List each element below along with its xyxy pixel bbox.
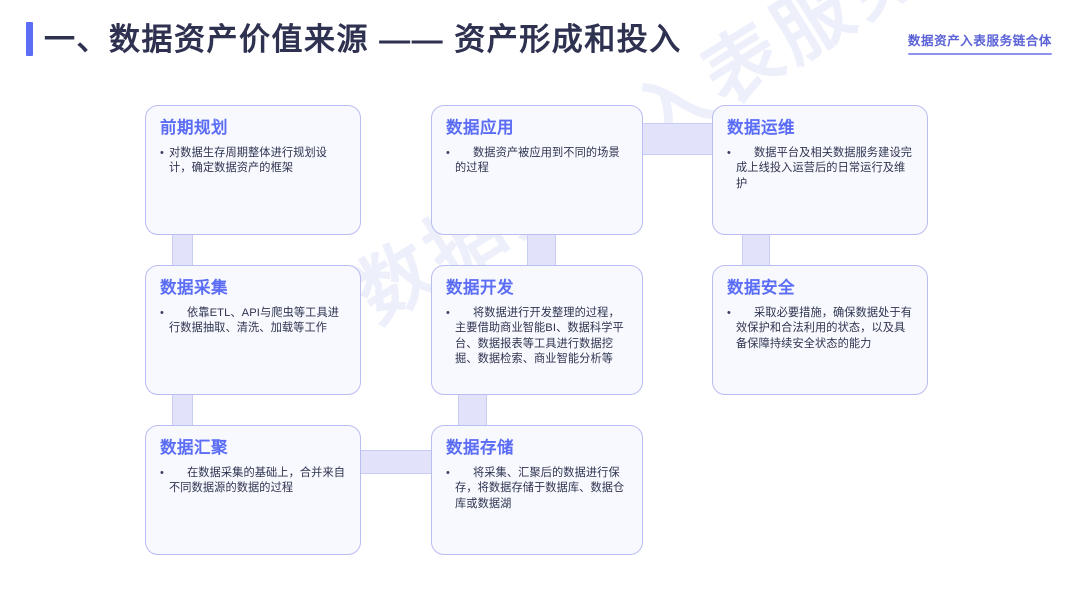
- bullet-dot-icon: •: [160, 466, 164, 479]
- bullet-dot-icon: •: [727, 146, 731, 159]
- card-bullet: • 数据资产被应用到不同的场景的过程: [446, 146, 628, 177]
- slide-header: 一、数据资产价值来源 —— 资产形成和投入 数据资产入表服务链合体: [0, 0, 1080, 88]
- card-data-storage[interactable]: 数据存储 • 将采集、汇聚后的数据进行保存，将数据存储于数据库、数据仓库或数据湖: [431, 425, 643, 555]
- card-body: 对数据生存周期整体进行规划设计，确定数据资产的框架: [169, 146, 328, 175]
- connector-application-to-operations: [640, 123, 724, 155]
- card-body: 数据平台及相关数据服务建设完成上线投入运营后的日常运行及维护: [736, 146, 913, 190]
- card-title: 数据存储: [446, 439, 514, 457]
- card-body: 采取必要措施，确保数据处于有效保护和合法利用的状态，以及具备保障持续安全状态的能…: [736, 306, 913, 350]
- bullet-dot-icon: •: [160, 306, 164, 319]
- connector-application-to-development: [527, 232, 556, 268]
- connector-planning-to-collection: [172, 232, 193, 268]
- card-title: 数据开发: [446, 279, 514, 297]
- card-title: 数据安全: [727, 279, 795, 297]
- page-title: 一、数据资产价值来源 —— 资产形成和投入: [26, 22, 682, 56]
- card-bullet: • 数据平台及相关数据服务建设完成上线投入运营后的日常运行及维护: [727, 146, 913, 193]
- header-brand-tag-label: 数据资产入表服务链合体: [907, 34, 1052, 48]
- card-bullet: • 依靠ETL、API与爬虫等工具进行数据抽取、清洗、加载等工作: [160, 306, 346, 337]
- card-title: 数据汇聚: [160, 439, 228, 457]
- bullet-dot-icon: •: [446, 466, 450, 479]
- card-title: 数据运维: [727, 119, 795, 137]
- card-bullet: • 将数据进行开发整理的过程，主要借助商业智能BI、数据科学平台、数据报表等工具…: [446, 306, 628, 368]
- card-body: 依靠ETL、API与爬虫等工具进行数据抽取、清洗、加载等工作: [169, 306, 340, 335]
- connector-aggregation-to-storage: [355, 450, 443, 474]
- card-body: 将采集、汇聚后的数据进行保存，将数据存储于数据库、数据仓库或数据湖: [455, 466, 625, 510]
- connector-development-to-storage: [458, 392, 487, 430]
- card-bullet: • 采取必要措施，确保数据处于有效保护和合法利用的状态，以及具备保障持续安全状态…: [727, 306, 913, 353]
- card-data-application[interactable]: 数据应用 • 数据资产被应用到不同的场景的过程: [431, 105, 643, 235]
- card-data-development[interactable]: 数据开发 • 将数据进行开发整理的过程，主要借助商业智能BI、数据科学平台、数据…: [431, 265, 643, 395]
- bullet-dot-icon: •: [727, 306, 731, 319]
- title-text: 一、数据资产价值来源 —— 资产形成和投入: [44, 21, 682, 57]
- card-data-collection[interactable]: 数据采集 • 依靠ETL、API与爬虫等工具进行数据抽取、清洗、加载等工作: [145, 265, 361, 395]
- title-accent-bar: [26, 22, 33, 56]
- card-data-aggregation[interactable]: 数据汇聚 • 在数据采集的基础上，合并来自不同数据源的数据的过程: [145, 425, 361, 555]
- connector-operations-to-security: [742, 232, 770, 268]
- card-body: 数据资产被应用到不同的场景的过程: [455, 146, 620, 175]
- card-body: 将数据进行开发整理的过程，主要借助商业智能BI、数据科学平台、数据报表等工具进行…: [455, 306, 624, 366]
- header-brand-tag-underline: [907, 53, 1052, 55]
- bullet-dot-icon: •: [160, 146, 164, 159]
- card-body: 在数据采集的基础上，合并来自不同数据源的数据的过程: [169, 466, 346, 495]
- card-title: 前期规划: [160, 119, 228, 137]
- card-bullet: • 在数据采集的基础上，合并来自不同数据源的数据的过程: [160, 466, 346, 497]
- bullet-dot-icon: •: [446, 146, 450, 159]
- card-data-security[interactable]: 数据安全 • 采取必要措施，确保数据处于有效保护和合法利用的状态，以及具备保障持…: [712, 265, 928, 395]
- card-pre-planning[interactable]: 前期规划 • 对数据生存周期整体进行规划设计，确定数据资产的框架: [145, 105, 361, 235]
- card-bullet: • 对数据生存周期整体进行规划设计，确定数据资产的框架: [160, 146, 346, 177]
- card-data-operations[interactable]: 数据运维 • 数据平台及相关数据服务建设完成上线投入运营后的日常运行及维护: [712, 105, 928, 235]
- card-title: 数据采集: [160, 279, 228, 297]
- bullet-dot-icon: •: [446, 306, 450, 319]
- header-brand-tag: 数据资产入表服务链合体: [907, 30, 1052, 55]
- card-bullet: • 将采集、汇聚后的数据进行保存，将数据存储于数据库、数据仓库或数据湖: [446, 466, 628, 513]
- card-title: 数据应用: [446, 119, 514, 137]
